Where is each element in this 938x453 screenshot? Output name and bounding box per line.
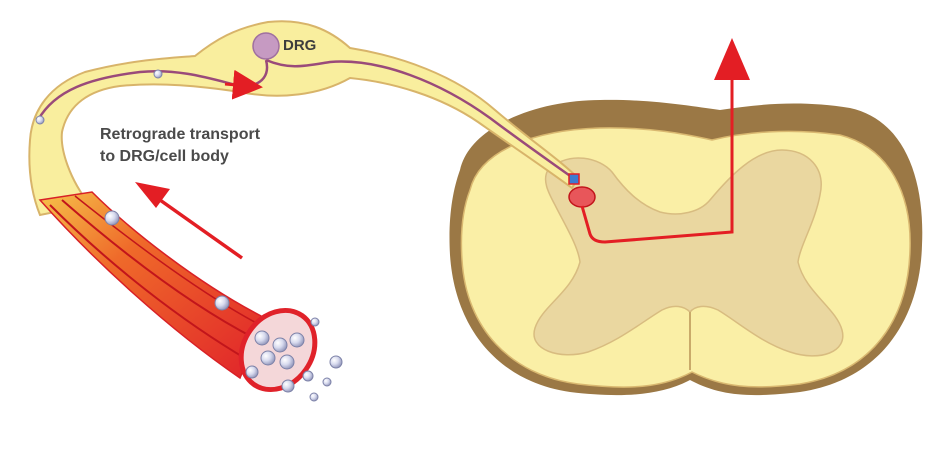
ascending-arrowhead: [714, 38, 750, 80]
peripheral-nerve: [28, 20, 580, 393]
fiber-vesicle-2: [214, 295, 230, 311]
nerve-body: [28, 20, 580, 217]
vesicle: [260, 350, 276, 366]
presynaptic-terminal: [568, 173, 580, 185]
vesicle: [310, 317, 320, 327]
axon-vesicle-2: [153, 69, 163, 79]
projection-fiber: [580, 55, 734, 244]
vesicle: [309, 392, 319, 402]
vesicle: [302, 370, 314, 382]
vesicle: [329, 355, 343, 369]
retrograde-label-line1: Retrograde transport: [100, 126, 261, 143]
vesicle: [272, 337, 288, 353]
retrograde-transport-label: Retrograde transport to DRG/cell body: [100, 124, 260, 168]
vesicle-cluster: [245, 317, 343, 402]
red-fiber-3: [74, 195, 263, 327]
red-fiber-2: [61, 199, 259, 341]
red-fiber-1: [49, 204, 249, 361]
spinal-pathway: [568, 38, 750, 244]
muscle-fiber-bundle: [38, 191, 266, 380]
vesicle: [279, 354, 295, 370]
retrograde-arrow-shaft: [158, 198, 244, 260]
postsynaptic-neuron: [568, 186, 596, 208]
drg-cell-body: [252, 32, 280, 60]
vesicle: [281, 379, 295, 393]
retrograde-arrowhead: [135, 182, 170, 208]
vesicle: [245, 365, 259, 379]
vesicle: [289, 332, 305, 348]
drg-label: DRG: [283, 37, 317, 54]
vesicle: [254, 330, 270, 346]
retrograde-label-line2: to DRG/cell body: [100, 148, 229, 165]
retrograde-arrow: [135, 182, 244, 260]
spinal-cord-gray-matter: [533, 149, 844, 357]
transport-arrow-in-axon: [224, 69, 263, 100]
axon-vesicle-1: [35, 115, 45, 125]
fiber-vesicle-1: [104, 210, 120, 226]
vesicle: [322, 377, 332, 387]
